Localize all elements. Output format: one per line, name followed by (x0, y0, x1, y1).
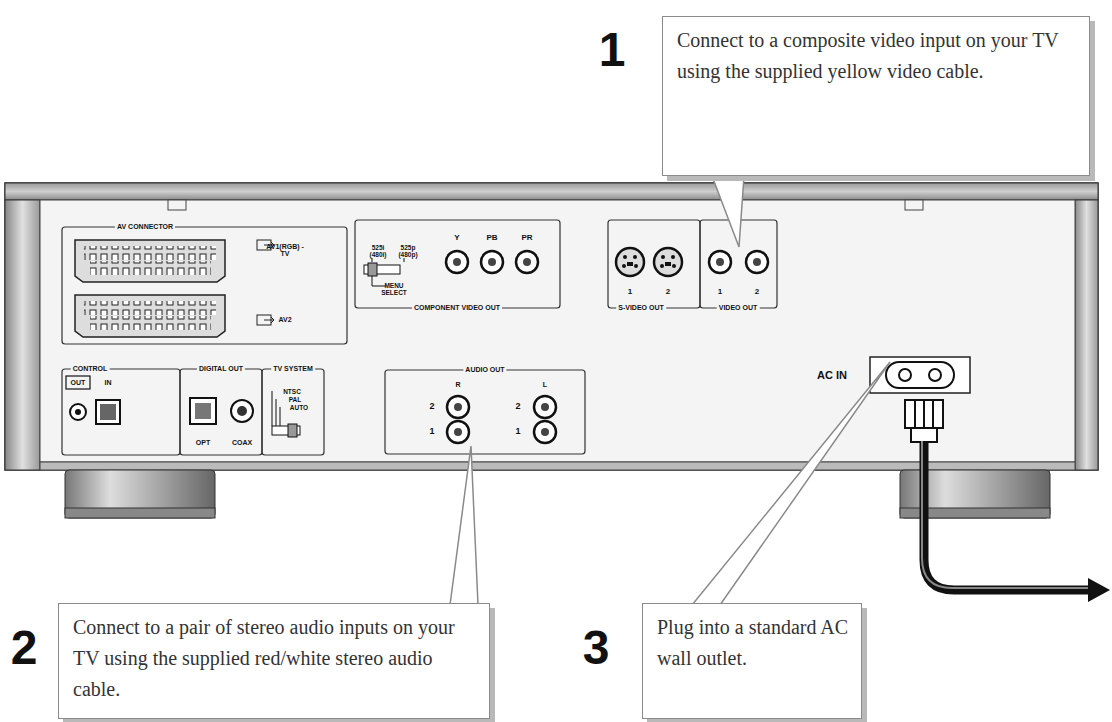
callout-number: 2 (9, 623, 40, 673)
panel-label: AUDIO OUT (463, 366, 506, 373)
panel-label: MENU SELECT (377, 283, 411, 297)
panel-label: 2 (753, 288, 761, 296)
callout-box: Connect to a pair of stereo audio inputs… (58, 603, 490, 719)
panel-label: OPT (194, 439, 212, 446)
panel-label: OUT (69, 379, 88, 386)
callout-number: 3 (581, 623, 612, 673)
callout-number: 1 (597, 25, 628, 75)
callout-text: Connect to a composite video input on yo… (677, 25, 1077, 87)
panel-label: TV SYSTEM (271, 365, 315, 372)
panel-label: VIDEO OUT (717, 304, 760, 311)
panel-label: DIGITAL OUT (197, 365, 245, 372)
callout-box: Connect to a composite video input on yo… (662, 16, 1090, 176)
panel-label: PR (519, 234, 534, 242)
panel-label: Y (452, 234, 461, 242)
panel-label: PAL (287, 397, 304, 404)
panel-label: 525i (480i) (363, 245, 393, 259)
panel-label: R (453, 381, 462, 388)
panel-label: 1 (427, 427, 436, 436)
callout-text: Connect to a pair of stereo audio inputs… (73, 612, 477, 705)
panel-label: CONTROL (71, 365, 110, 372)
panel-label: 1 (626, 288, 634, 296)
panel-label: 2 (664, 288, 672, 296)
panel-label: IN (103, 379, 114, 386)
panel-label: 1 (716, 288, 724, 296)
panel-label: 525p (480p) (393, 245, 423, 259)
panel-label: AV2 (276, 316, 293, 323)
panel-label: AV1(RGB) -TV (263, 243, 307, 258)
panel-label: AV CONNECTOR (115, 223, 175, 230)
panel-label: COMPONENT VIDEO OUT (412, 304, 502, 311)
panel-label: COAX (230, 439, 254, 446)
panel-label: 2 (513, 402, 522, 411)
panel-label: 1 (513, 427, 522, 436)
panel-label: AUTO (288, 405, 310, 412)
panel-label: AC IN (815, 370, 849, 382)
callout-text: Plug into a standard AC wall outlet. (657, 612, 849, 674)
panel-label: 2 (427, 402, 436, 411)
panel-label: PB (484, 234, 499, 242)
panel-label: NTSC (281, 389, 303, 396)
panel-label: S-VIDEO OUT (616, 304, 666, 311)
panel-label: L (541, 381, 549, 388)
callout-box: Plug into a standard AC wall outlet. (642, 603, 862, 719)
